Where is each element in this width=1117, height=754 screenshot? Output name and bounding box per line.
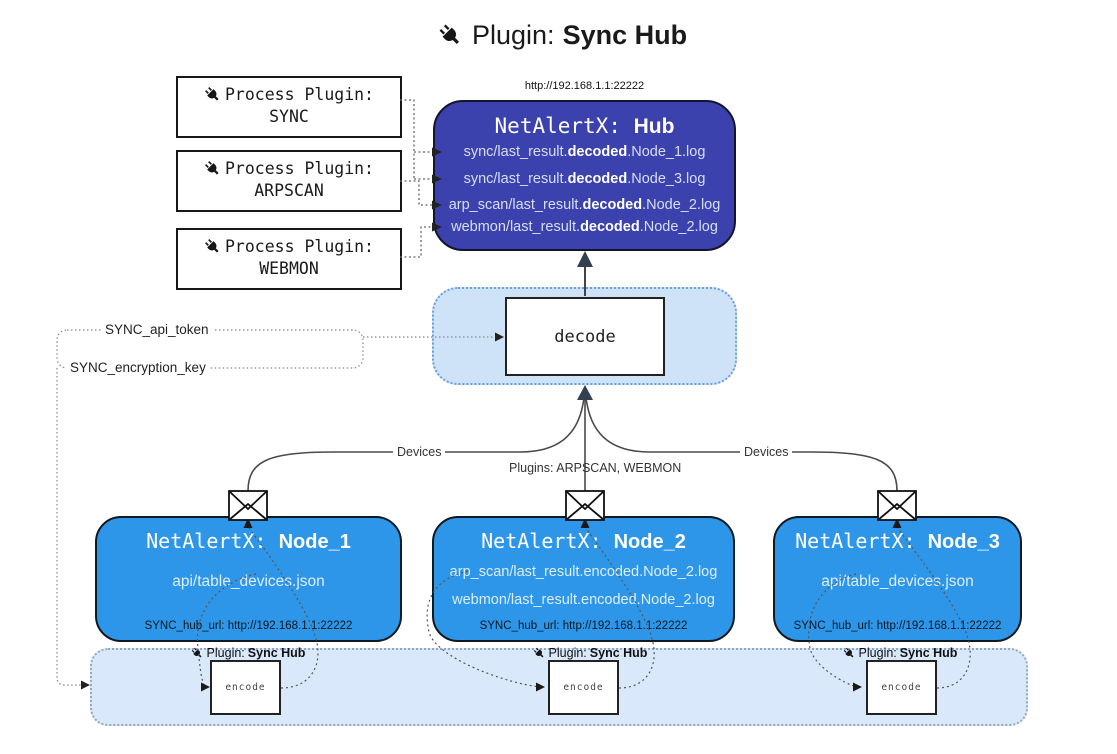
hub-title-name: Hub bbox=[633, 115, 675, 138]
hub-title-prefix: NetAlertX: bbox=[494, 114, 621, 138]
process-plugin-label: Process Plugin: bbox=[224, 237, 374, 256]
node-hub-url: SYNC_hub_url: http://192.168.1.1:22222 bbox=[479, 620, 688, 632]
hub-log-line: sync/last_result.decoded.Node_3.log bbox=[463, 171, 706, 187]
node-title: NetAlertX: Node_2 bbox=[481, 529, 686, 553]
devices-right-label: Devices bbox=[740, 445, 793, 459]
title-name: Sync Hub bbox=[562, 20, 688, 50]
node-file: api/table_devices.json bbox=[821, 573, 974, 590]
sync-api-token-label: SYNC_api_token bbox=[101, 322, 213, 337]
devices-left-label: Devices bbox=[393, 445, 446, 459]
band-plugin-label: Plugin: Sync Hub bbox=[158, 646, 338, 660]
encode-box: encode bbox=[210, 660, 281, 715]
band-plugin-label: Plugin: Sync Hub bbox=[500, 646, 680, 660]
decode-in-arrowhead bbox=[577, 385, 593, 400]
node-file: webmon/last_result.encoded.Node_2.log bbox=[452, 592, 715, 608]
hub-log-line: arp_scan/last_result.decoded.Node_2.log bbox=[448, 197, 721, 213]
node-3-box: NetAlertX: Node_3 api/table_devices.json… bbox=[773, 516, 1022, 642]
process-plugin-webmon-box: Process Plugin: WEBMON bbox=[176, 228, 402, 290]
encode-box: encode bbox=[866, 660, 937, 715]
decode-box: decode bbox=[505, 297, 665, 376]
encode-box: encode bbox=[548, 660, 619, 715]
hub-log-line: webmon/last_result.decoded.Node_2.log bbox=[451, 219, 718, 235]
hub-log-line: sync/last_result.decoded.Node_1.log bbox=[463, 144, 706, 160]
node-file: api/table_devices.json bbox=[172, 573, 325, 590]
process-plugin-label: Process Plugin: bbox=[224, 85, 374, 104]
node-2-box: NetAlertX: Node_2 arp_scan/last_result.e… bbox=[432, 516, 735, 642]
plug-icon bbox=[191, 647, 204, 660]
title-prefix: Plugin: bbox=[472, 20, 555, 50]
node-file: arp_scan/last_result.encoded.Node_2.log bbox=[449, 564, 718, 580]
node-title: NetAlertX: Node_3 bbox=[795, 529, 1000, 553]
plug-icon bbox=[533, 647, 546, 660]
node-title: NetAlertX: Node_1 bbox=[146, 529, 351, 553]
hub-title: NetAlertX: Hub bbox=[435, 114, 734, 139]
hub-url-label: http://192.168.1.1:22222 bbox=[524, 80, 645, 92]
process-plugin-arpscan-box: Process Plugin: ARPSCAN bbox=[176, 150, 402, 212]
node-hub-url: SYNC_hub_url: http://192.168.1.1:22222 bbox=[144, 620, 353, 632]
plug-icon bbox=[204, 160, 222, 178]
plug-icon bbox=[438, 23, 464, 49]
plug-icon bbox=[204, 86, 222, 104]
process-plugin-name: SYNC bbox=[269, 107, 309, 126]
plugins-mid-label: Plugins: ARPSCAN, WEBMON bbox=[509, 461, 682, 475]
plug-icon bbox=[204, 238, 222, 256]
process-plugin-label: Process Plugin: bbox=[224, 159, 374, 178]
band-plugin-label: Plugin: Sync Hub bbox=[810, 646, 990, 660]
plug-icon bbox=[843, 647, 856, 660]
process-plugin-name: WEBMON bbox=[259, 259, 319, 278]
hub-box: NetAlertX: Hub sync/last_result.decoded.… bbox=[433, 100, 736, 251]
page-title: Plugin: Sync Hub bbox=[438, 20, 687, 51]
process-plugin-name: ARPSCAN bbox=[254, 181, 324, 200]
edge-plugins-to-hub bbox=[400, 99, 432, 258]
node-1-box: NetAlertX: Node_1 api/table_devices.json… bbox=[95, 516, 402, 642]
process-plugin-sync-box: Process Plugin: SYNC bbox=[176, 76, 402, 138]
edges-nodes-to-decode bbox=[247, 391, 898, 492]
sync-encryption-key-label: SYNC_encryption_key bbox=[66, 360, 210, 375]
node-hub-url: SYNC_hub_url: http://192.168.1.1:22222 bbox=[793, 620, 1002, 632]
